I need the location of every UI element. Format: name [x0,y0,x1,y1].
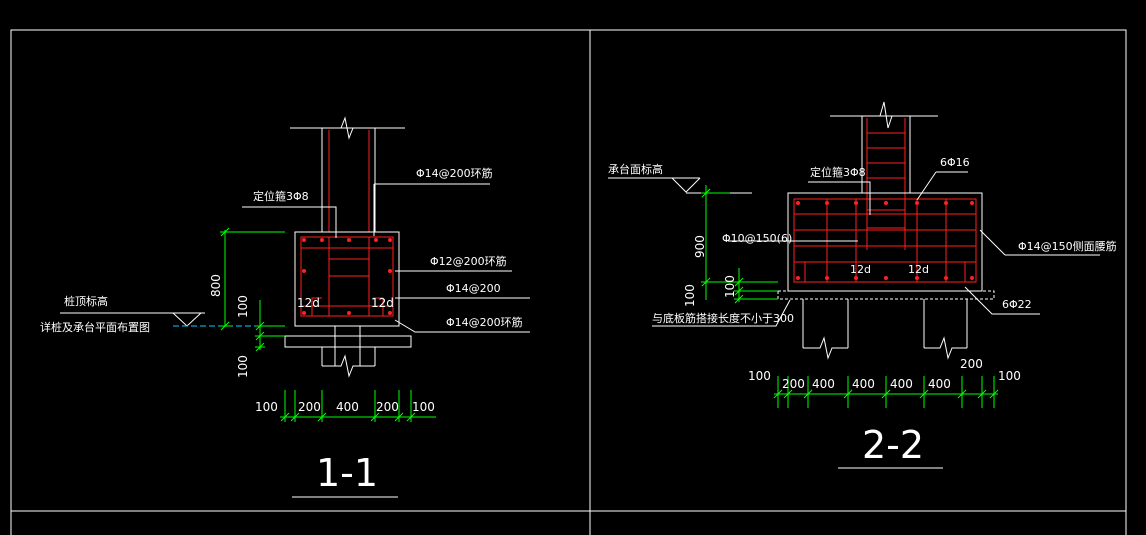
hoop-top-label: Φ14@200环筋 [416,166,493,180]
dim-h-200-right: 200 [376,400,399,414]
dim-h-100-left-2: 100 [748,369,771,383]
column-outline-2 [830,101,938,193]
anchor-right-label: 12d [371,296,394,310]
dim-v-100-a: 100 [723,275,737,298]
pile-top-label-2: 详桩及承台平面布置图 [40,320,150,334]
dim-h-100-left: 100 [255,400,278,414]
vertical-dimensions-1-1 [220,227,285,352]
dim-h-100-right: 100 [412,400,435,414]
rebar-dots-2 [796,201,974,280]
locator-label-2: 定位箍3Φ8 [810,165,866,179]
pile-top-label-1: 桩顶标高 [64,294,108,308]
dim-h-400-a: 400 [812,377,835,391]
horizontal-dimensions-1-1 [280,390,436,422]
dim-v-800: 800 [209,274,223,297]
section-2-2: 承台面标高 900 100 100 定位箍3Φ8 6Φ16 [608,101,1117,469]
top-bar-label: 6Φ16 [940,156,970,169]
dim-h-400-c: 400 [890,377,913,391]
drawing-frame [10,29,1127,535]
dim-h-200-right-2: 200 [960,357,983,371]
section-1-1-title: 1-1 [316,451,378,495]
dim-v-100-upper: 100 [236,295,250,318]
side-bar-label: Φ14@150侧面腰筋 [1018,239,1117,253]
column-rebar [328,130,370,232]
hoop-mid-label: Φ12@200环筋 [430,254,507,268]
dim-v-900: 900 [693,235,707,258]
dim-v-100-lower: 100 [236,355,250,378]
lap-note-label: 与底板筋搭接长度不小于300 [652,311,794,325]
dim-h-400-b: 400 [852,377,875,391]
dim-h-400-d: 400 [928,377,951,391]
rebar-dots [302,238,392,315]
piles-2 [802,299,968,360]
locator-label: 定位箍3Φ8 [253,189,309,203]
dim-h-400: 400 [336,400,359,414]
hoop-bottom-label: Φ14@200环筋 [446,315,523,329]
cap-top-elevation [608,177,752,194]
section-2-2-title: 2-2 [862,423,924,467]
stirrup-label: Φ10@150(6) [722,232,792,245]
cap-outline [294,231,400,327]
anchor-left-label: 12d [297,296,320,310]
bottom-bar-label: 6Φ22 [1002,298,1032,311]
anchor-right-label-2: 12d [908,263,929,276]
cap-top-label: 承台面标高 [608,162,663,176]
cap-rebar [300,236,394,317]
column-rebar-2 [866,118,906,250]
leaders-2-2 [652,171,1100,327]
bar-label: Φ14@200 [446,282,501,295]
section-1-1: 桩顶标高 详桩及承台平面布置图 定位箍3Φ8 Φ14@200环筋 Φ12@200… [40,116,530,498]
dim-h-200-left: 200 [298,400,321,414]
pile-outline [284,326,412,378]
dim-v-100-b: 100 [683,284,697,307]
column-outline [290,116,405,232]
blinding-layer [777,290,995,300]
dim-h-200-left-2: 200 [782,377,805,391]
dim-h-100-right-2: 100 [998,369,1021,383]
vertical-dimensions-2-2 [701,185,778,304]
leaders-1-1 [242,183,530,333]
horizontal-dimensions-2-2 [773,376,999,408]
anchor-left-label-2: 12d [850,263,871,276]
